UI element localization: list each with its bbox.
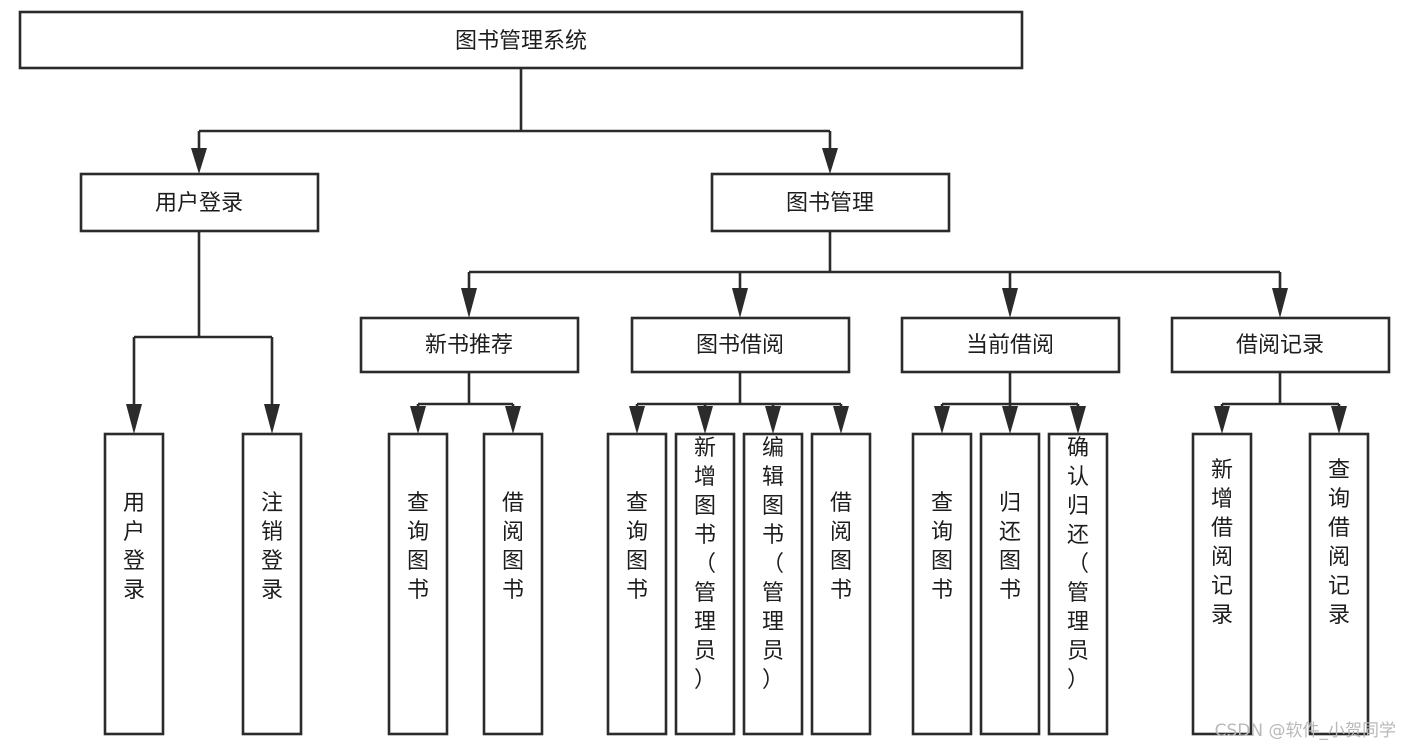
- node-book-manage-box[interactable]: [710, 172, 951, 233]
- node-new-book-recommend[interactable]: 新书推荐: [359, 316, 580, 374]
- leaf-borrow-book-2-box[interactable]: [810, 432, 872, 736]
- arrow-head-leaf-user-logout: [264, 404, 280, 434]
- arrow-head-leaf-add-book: [697, 406, 713, 434]
- node-borrow-record-label: 借阅记录: [1236, 333, 1324, 358]
- leaf-borrow-book-1-label: 借阅图书: [502, 491, 524, 603]
- node-new-book-recommend-label: 新书推荐: [425, 333, 513, 358]
- arrow-head-book-borrow: [732, 288, 748, 318]
- leaf-query-book-1[interactable]: 查询图书: [387, 432, 449, 736]
- leaf-query-book-3-label: 查询图书: [931, 491, 953, 603]
- node-borrow-record[interactable]: 借阅记录: [1170, 316, 1391, 374]
- leaf-edit-book-box[interactable]: [742, 432, 804, 736]
- leaf-edit-book[interactable]: 编辑图书（管理员）: [742, 432, 804, 736]
- node-book-borrow-box[interactable]: [630, 316, 851, 374]
- node-book-manage-label: 图书管理: [786, 191, 874, 216]
- node-root[interactable]: 图书管理系统: [18, 10, 1024, 70]
- leaf-query-book-2-box[interactable]: [606, 432, 668, 736]
- node-book-borrow[interactable]: 图书借阅: [630, 316, 851, 374]
- node-book-borrow-label: 图书借阅: [696, 333, 784, 358]
- arrow-head-leaf-borrow-book-1: [505, 406, 521, 434]
- arrow-head-leaf-query-book-3: [934, 406, 950, 434]
- leaf-query-book-2-label: 查询图书: [626, 491, 648, 603]
- arrow-head-book-manage: [822, 148, 838, 174]
- leaf-query-record-box[interactable]: [1308, 432, 1370, 736]
- arrow-head-borrow-record: [1272, 288, 1288, 318]
- leaf-user-logout-label: 注销登录: [261, 491, 283, 603]
- leaf-query-book-1-label: 查询图书: [407, 491, 429, 603]
- arrow-head-user-login: [191, 148, 207, 174]
- node-user-login-label: 用户登录: [155, 191, 243, 216]
- leaf-borrow-book-2-label: 借阅图书: [830, 491, 852, 603]
- leaf-add-record-label: 新增借阅记录: [1211, 458, 1233, 628]
- node-borrow-record-box[interactable]: [1170, 316, 1391, 374]
- arrow-head-leaf-edit-book: [765, 406, 781, 434]
- arrow-head-leaf-add-record: [1214, 406, 1230, 434]
- arrow-head-leaf-query-book-2: [629, 406, 645, 434]
- leaf-confirm-return-box[interactable]: [1047, 432, 1109, 736]
- leaf-query-record[interactable]: 查询借阅记录: [1308, 432, 1370, 736]
- node-current-borrow-label: 当前借阅: [966, 333, 1054, 358]
- leaf-add-record-box[interactable]: [1191, 432, 1253, 736]
- leaf-add-book-box[interactable]: [674, 432, 736, 736]
- arrow-head-leaf-query-book-1: [410, 406, 426, 434]
- leaf-user-login-box[interactable]: [103, 432, 165, 736]
- leaf-user-login-label: 用户登录: [123, 491, 145, 603]
- node-current-borrow-box[interactable]: [900, 316, 1121, 374]
- leaf-borrow-book-1[interactable]: 借阅图书: [482, 432, 544, 736]
- leaf-query-book-3[interactable]: 查询图书: [911, 432, 973, 736]
- leaf-user-logout[interactable]: 注销登录: [241, 432, 303, 736]
- leaf-user-logout-box[interactable]: [241, 432, 303, 736]
- leaf-add-record[interactable]: 新增借阅记录: [1191, 432, 1253, 736]
- leaf-confirm-return-label: 确认归还（管理员）: [1067, 436, 1089, 693]
- leaf-user-login[interactable]: 用户登录: [103, 432, 165, 736]
- leaf-return-book-box[interactable]: [979, 432, 1041, 736]
- leaf-return-book-label: 归还图书: [999, 491, 1021, 603]
- leaf-borrow-book-1-box[interactable]: [482, 432, 544, 736]
- leaf-query-record-label: 查询借阅记录: [1328, 458, 1350, 628]
- arrow-head-current-borrow: [1002, 288, 1018, 318]
- arrow-head-leaf-confirm-return: [1070, 406, 1086, 434]
- node-user-login-box[interactable]: [79, 172, 320, 233]
- arrow-head-leaf-return-book: [1002, 406, 1018, 434]
- leaf-query-book-3-box[interactable]: [911, 432, 973, 736]
- leaf-borrow-book-2[interactable]: 借阅图书: [810, 432, 872, 736]
- leaf-query-book-1-box[interactable]: [387, 432, 449, 736]
- arrow-head-leaf-query-record: [1331, 406, 1347, 434]
- watermark-label: CSDN @软件_小贺同学: [1215, 721, 1396, 741]
- node-user-login[interactable]: 用户登录: [79, 172, 320, 233]
- arrow-head-leaf-user-login: [126, 404, 142, 434]
- leaf-add-book[interactable]: 新增图书（管理员）: [674, 432, 736, 736]
- leaf-return-book[interactable]: 归还图书: [979, 432, 1041, 736]
- arrow-head-new-book-recommend: [461, 288, 477, 318]
- connector-layer: [126, 68, 1347, 434]
- leaf-add-book-label: 新增图书（管理员）: [694, 436, 716, 693]
- arrow-head-leaf-borrow-book-2: [833, 406, 849, 434]
- node-root-label: 图书管理系统: [455, 29, 587, 54]
- node-root-box[interactable]: [18, 10, 1024, 70]
- node-book-manage[interactable]: 图书管理: [710, 172, 951, 233]
- leaf-query-book-2[interactable]: 查询图书: [606, 432, 668, 736]
- node-new-book-recommend-box[interactable]: [359, 316, 580, 374]
- leaf-confirm-return[interactable]: 确认归还（管理员）: [1047, 432, 1109, 736]
- leaf-edit-book-label: 编辑图书（管理员）: [762, 436, 784, 693]
- node-current-borrow[interactable]: 当前借阅: [900, 316, 1121, 374]
